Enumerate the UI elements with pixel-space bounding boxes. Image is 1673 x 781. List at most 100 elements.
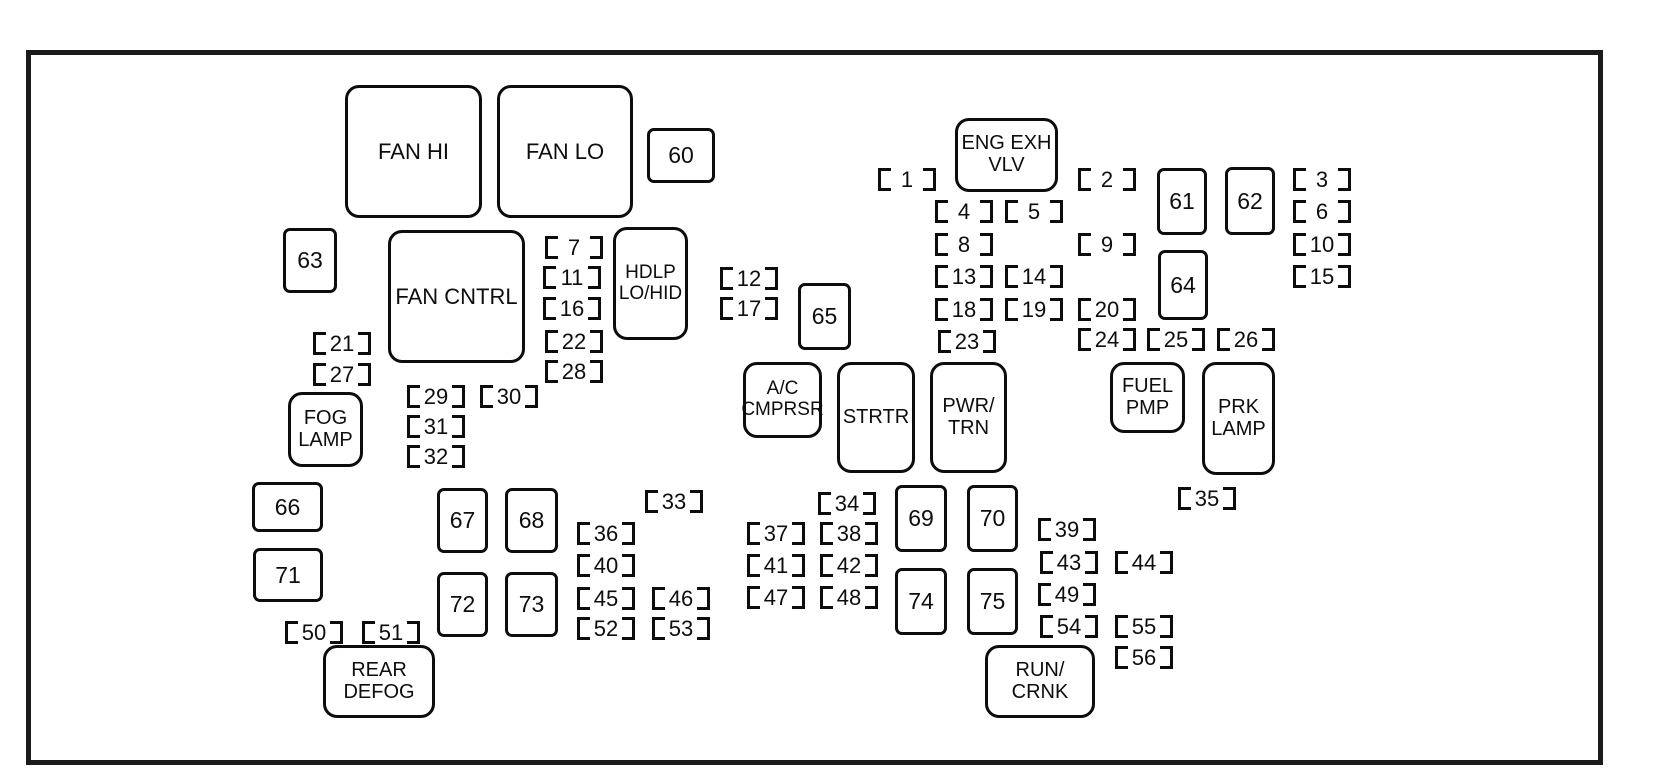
relay-run-crnk: RUN/ CRNK: [985, 645, 1095, 718]
fuse-67: 67: [437, 488, 488, 553]
fuse-number-6: 6: [1315, 198, 1329, 224]
fuse-number-27: 27: [329, 361, 355, 387]
fuse-bracket-left: [543, 297, 556, 320]
fuse-number-44: 44: [1131, 549, 1157, 575]
fuse-number-69: 69: [908, 505, 934, 531]
fuse-bracket-right: [1085, 551, 1098, 574]
fuse-bracket-left: [1293, 233, 1306, 256]
fuse-number-63: 63: [297, 247, 323, 273]
fuse-39: 39: [1038, 517, 1096, 542]
fuse-bracket-right: [980, 233, 993, 256]
fuse-bracket-right: [923, 168, 936, 191]
fuse-45: 45: [577, 586, 635, 611]
fuse-number-55: 55: [1131, 613, 1157, 639]
fuse-number-72: 72: [449, 591, 476, 617]
fuse-bracket-right: [765, 267, 778, 290]
fuse-bracket-right: [765, 297, 778, 320]
fuse-bracket-left: [1040, 615, 1053, 638]
fuse-bracket-left: [935, 265, 948, 288]
fuse-38: 38: [820, 521, 878, 546]
fuse-52: 52: [577, 616, 635, 641]
fuse-53: 53: [652, 616, 710, 641]
fuse-22: 22: [545, 329, 603, 354]
fuse-bracket-left: [577, 554, 590, 577]
fuse-bracket-right: [1338, 233, 1351, 256]
fuse-bracket-right: [980, 298, 993, 321]
fuse-24: 24: [1078, 327, 1136, 352]
relay-strtr: STRTR: [837, 362, 915, 473]
fuse-44: 44: [1115, 549, 1173, 575]
fuse-number-47: 47: [763, 584, 789, 610]
fuse-number-50: 50: [301, 619, 327, 645]
fuse-number-3: 3: [1315, 166, 1329, 192]
fuse-62: 62: [1225, 167, 1275, 235]
fuse-63: 63: [283, 228, 337, 293]
fuse-5: 5: [1005, 198, 1063, 224]
relay-rear-defog: REAR DEFOG: [323, 645, 435, 718]
fuse-number-73: 73: [518, 591, 545, 617]
fuse-number-10: 10: [1309, 231, 1335, 257]
fuse-bracket-right: [590, 236, 603, 259]
fuse-bracket-right: [1083, 518, 1096, 541]
fuse-bracket-left: [545, 360, 558, 383]
fuse-49: 49: [1038, 582, 1096, 607]
relay-fan-hi: FAN HI: [345, 85, 482, 218]
fuse-11: 11: [543, 265, 601, 290]
fuse-bracket-right: [1123, 328, 1136, 351]
fuse-bracket-left: [938, 330, 951, 353]
fuse-21: 21: [313, 331, 371, 356]
fuse-bracket-right: [1338, 168, 1351, 191]
fuse-bracket-right: [1338, 265, 1351, 288]
fuse-bracket-left: [935, 298, 948, 321]
fuse-number-48: 48: [836, 584, 862, 610]
relay-label-ac-cmprsr: A/C CMPRSR: [741, 378, 824, 420]
fuse-47: 47: [747, 584, 805, 610]
fuse-18: 18: [935, 297, 993, 322]
fuse-number-74: 74: [908, 588, 934, 614]
fuse-bracket-right: [588, 297, 601, 320]
fuse-number-5: 5: [1027, 198, 1041, 224]
fuse-bracket-right: [1050, 298, 1063, 321]
fuse-number-71: 71: [275, 561, 301, 588]
fuse-30: 30: [480, 384, 538, 409]
fuse-69: 69: [895, 485, 947, 552]
fuse-bracket-right: [1123, 168, 1136, 191]
fuse-number-33: 33: [661, 488, 687, 514]
fuse-73: 73: [505, 572, 558, 637]
fuse-bracket-left: [407, 445, 420, 468]
relay-label-fan-lo: FAN LO: [525, 138, 605, 164]
fuse-34: 34: [818, 490, 876, 516]
fuse-bracket-right: [588, 266, 601, 289]
fuse-55: 55: [1115, 613, 1173, 639]
fuse-bracket-right: [865, 554, 878, 577]
fuse-number-31: 31: [423, 413, 449, 439]
fuse-bracket-right: [407, 621, 420, 644]
fuse-bracket-right: [622, 617, 635, 640]
fuse-bracket-left: [577, 587, 590, 610]
fuse-bracket-left: [577, 617, 590, 640]
fuse-number-66: 66: [274, 493, 301, 520]
fuse-number-62: 62: [1237, 187, 1263, 214]
fuse-33: 33: [645, 488, 703, 514]
fuse-number-40: 40: [593, 552, 619, 578]
fuse-14: 14: [1005, 264, 1063, 289]
fuse-number-12: 12: [736, 265, 762, 291]
fuse-bracket-left: [1040, 551, 1053, 574]
fuse-bracket-left: [480, 385, 493, 408]
fuse-number-25: 25: [1163, 326, 1189, 352]
fuse-13: 13: [935, 264, 993, 289]
fuse-bracket-left: [543, 266, 556, 289]
fuse-50: 50: [285, 619, 343, 645]
fuse-number-56: 56: [1131, 644, 1157, 670]
fuse-bracket-left: [720, 297, 733, 320]
fuse-number-34: 34: [834, 490, 860, 516]
fuse-number-15: 15: [1309, 263, 1335, 289]
fuse-number-19: 19: [1021, 296, 1047, 322]
fuse-number-43: 43: [1056, 549, 1082, 575]
fuse-bracket-left: [820, 522, 833, 545]
relay-label-fog-lamp: FOG LAMP: [298, 406, 353, 451]
fuse-bracket-left: [878, 168, 891, 191]
fuse-number-75: 75: [979, 588, 1006, 614]
relay-label-prk-lamp: PRK LAMP: [1211, 395, 1266, 440]
fuse-bracket-right: [792, 522, 805, 545]
